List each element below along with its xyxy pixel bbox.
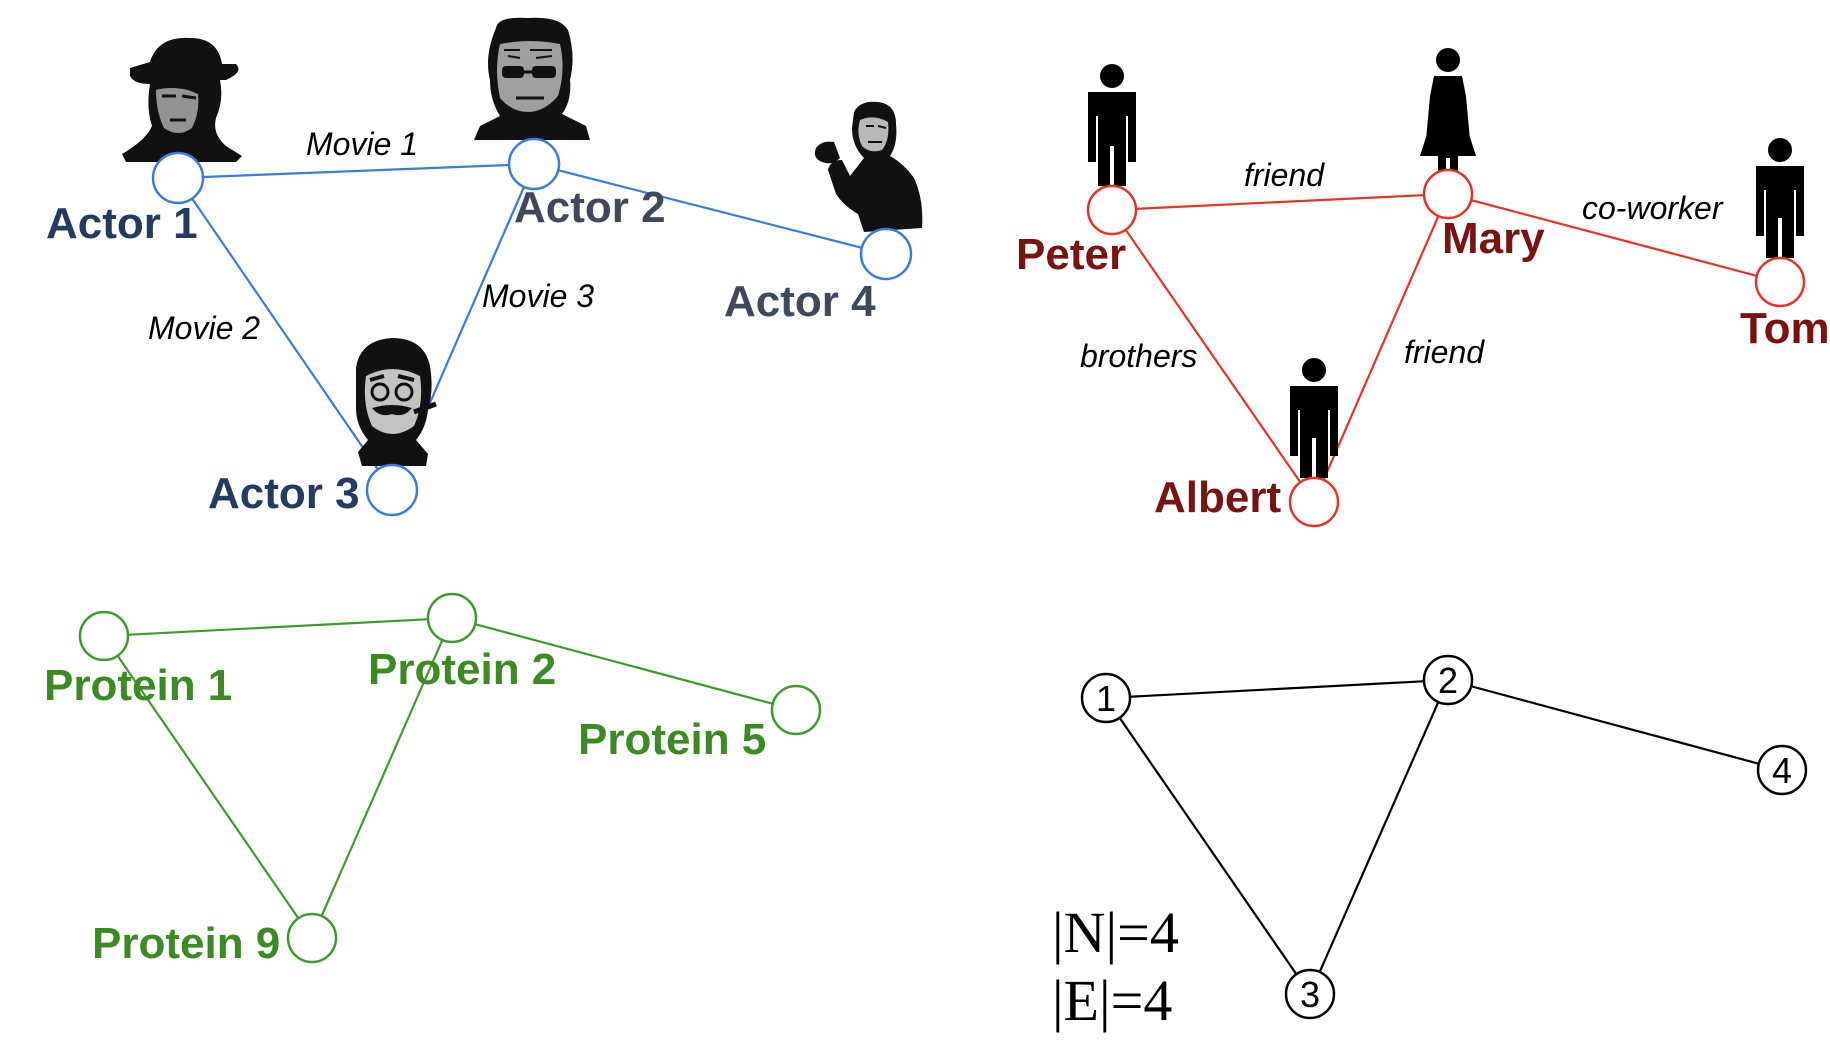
edge-1-2 (1105, 678, 1449, 700)
abstract-node-numbers: 1 2 3 4 (1096, 660, 1792, 1015)
edge-protein2-protein5 (451, 616, 797, 712)
edge-label-friend-1: friend (1244, 157, 1325, 193)
protein-network: Protein 1 Protein 2 Protein 5 Protein 9 (44, 592, 822, 968)
actor-node-labels: Actor 1 Actor 2 Actor 3 Actor 4 (46, 183, 876, 518)
node-number-1: 1 (1096, 678, 1116, 719)
abstract-graph: 1 2 3 4 |N|=4 |E|=4 (1052, 654, 1808, 1033)
node-protein-9 (286, 912, 338, 964)
man-icon (1088, 64, 1136, 186)
edge-protein2-protein9 (310, 617, 454, 939)
node-actor-2 (507, 137, 561, 191)
edge-label-co-worker: co-worker (1582, 190, 1724, 226)
social-network: Peter Mary Tom Albert friend co-worker b… (1016, 48, 1830, 528)
edge-actor2-actor4 (533, 162, 887, 256)
label-protein-2: Protein 2 (368, 645, 556, 694)
node-number-2: 2 (1438, 660, 1458, 701)
node-protein-5 (770, 684, 822, 736)
node-tom (1754, 256, 1806, 308)
label-actor-4: Actor 4 (724, 277, 876, 326)
edge-label-movie-1: Movie 1 (306, 126, 418, 162)
protein-edges (103, 616, 797, 939)
node-actor-1 (151, 151, 205, 205)
graph-stats: |N|=4 |E|=4 (1052, 900, 1179, 1033)
node-albert (1288, 476, 1340, 528)
abstract-edges (1105, 678, 1783, 995)
man-icon (1290, 358, 1338, 478)
fedora-man-portrait-icon (122, 37, 242, 162)
label-peter: Peter (1016, 230, 1126, 279)
edge-mary-tom (1447, 192, 1781, 284)
node-peter (1086, 184, 1138, 236)
edge-label-movie-3: Movie 3 (482, 278, 594, 314)
label-actor-1: Actor 1 (46, 199, 198, 248)
label-actor-3: Actor 3 (208, 469, 360, 518)
abstract-nodes (1080, 654, 1808, 1020)
label-actor-2: Actor 2 (514, 183, 666, 232)
edge-protein1-protein2 (103, 616, 453, 638)
edge-peter-mary (1111, 192, 1449, 212)
actor-network: Actor 1 Actor 2 Actor 3 Actor 4 Movie 1 … (46, 17, 923, 518)
node-1 (1080, 672, 1132, 724)
social-node-labels: Peter Mary Tom Albert (1016, 214, 1830, 522)
edge-actor1-actor3 (177, 177, 393, 491)
edge-label-friend-2: friend (1404, 334, 1485, 370)
node-actor-4 (859, 227, 913, 281)
edge-1-3 (1105, 697, 1311, 995)
node-4 (1756, 744, 1808, 796)
label-protein-5: Protein 5 (578, 715, 766, 764)
edge-peter-albert (1111, 209, 1315, 503)
edge-actor1-actor2 (177, 162, 535, 180)
label-protein-9: Protein 9 (92, 919, 280, 968)
protein-node-labels: Protein 1 Protein 2 Protein 5 Protein 9 (44, 645, 766, 968)
edge-2-3 (1308, 679, 1450, 995)
label-mary: Mary (1442, 214, 1545, 263)
social-nodes (1086, 168, 1806, 528)
actor-nodes (151, 137, 913, 517)
node-count: |N|=4 (1052, 900, 1179, 965)
edge-count: |E|=4 (1052, 968, 1172, 1033)
mustache-glasses-man-portrait-icon (356, 338, 437, 466)
node-3 (1284, 968, 1336, 1020)
node-mary (1422, 168, 1474, 220)
sunglasses-man-portrait-icon (474, 17, 590, 140)
edge-label-brothers: brothers (1080, 338, 1197, 374)
protein-nodes (78, 592, 822, 964)
node-number-3: 3 (1300, 974, 1320, 1015)
label-albert: Albert (1154, 473, 1281, 522)
woman-icon (1420, 48, 1476, 190)
martial-artist-portrait-icon (814, 101, 923, 232)
edge-protein1-protein9 (103, 635, 313, 939)
node-actor-3 (365, 463, 419, 517)
edge-2-4 (1447, 678, 1783, 772)
node-protein-1 (78, 610, 130, 662)
social-edge-labels: friend co-worker brothers friend (1080, 157, 1724, 374)
edge-label-movie-2: Movie 2 (148, 310, 260, 346)
man-icon (1756, 138, 1804, 258)
node-number-4: 4 (1772, 750, 1792, 791)
label-tom: Tom (1740, 304, 1830, 353)
label-protein-1: Protein 1 (44, 661, 232, 710)
node-protein-2 (426, 592, 478, 644)
node-2 (1422, 654, 1474, 706)
actor-edge-labels: Movie 1 Movie 2 Movie 3 (148, 126, 594, 346)
